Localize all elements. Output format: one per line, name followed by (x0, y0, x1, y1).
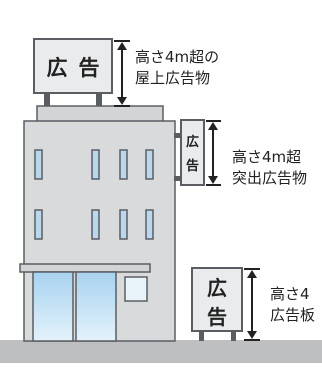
roof-sign-char-1: 広 (47, 56, 68, 80)
projecting-sign-char-1: 広 (186, 134, 199, 150)
ground-floor-window (124, 276, 148, 302)
roof-sign-caption-line-1: 高さ4m超の (135, 48, 220, 66)
projecting-sign-bracket-bottom (174, 176, 182, 181)
roof-sign-post-left (44, 93, 50, 107)
ground-sign-caption: 高さ4 広告板 (270, 284, 315, 326)
projecting-sign-caption-line-2: 突出広告物 (232, 169, 308, 187)
entrance-door-left (32, 271, 74, 342)
roof-sign-board (33, 38, 113, 94)
ground-sign-char-1: 広 (207, 276, 227, 300)
projecting-sign-char-2: 告 (186, 158, 199, 174)
ground-sign-char-2: 告 (207, 305, 227, 329)
ground-line (0, 340, 322, 363)
projecting-height-arrow (206, 120, 221, 186)
ground-sign-post-right (231, 330, 236, 341)
roof-sign-char-2: 告 (79, 56, 100, 80)
window (34, 209, 43, 240)
windows (34, 149, 154, 240)
projecting-sign-caption: 高さ4m超 突出広告物 (232, 147, 307, 189)
roof-sign-caption: 高さ4m超の 屋上広告物 (135, 47, 219, 89)
window (145, 209, 154, 240)
entrance-canopy (19, 263, 151, 273)
roof-sign-post-right (96, 93, 102, 107)
ground-sign-post-left (199, 330, 204, 341)
projecting-sign-board (180, 119, 205, 186)
window (91, 209, 100, 240)
roof-height-arrow (114, 40, 130, 107)
projecting-sign-bracket-top (174, 133, 182, 138)
window (34, 149, 43, 180)
ground-sign-caption-line-2: 広告板 (270, 306, 316, 324)
roof-sign-caption-line-2: 屋上広告物 (135, 69, 211, 87)
roof-parapet (36, 105, 164, 123)
ground-sign-caption-line-1: 高さ4 (270, 285, 310, 303)
ground-height-arrow (244, 268, 260, 341)
window (119, 209, 128, 240)
projecting-sign-caption-line-1: 高さ4m超 (232, 148, 302, 166)
window (145, 149, 154, 180)
window (91, 149, 100, 180)
ground-sign-board (191, 267, 243, 332)
window (119, 149, 128, 180)
dimension-arrows (114, 40, 260, 341)
entrance-door-right (75, 271, 117, 342)
